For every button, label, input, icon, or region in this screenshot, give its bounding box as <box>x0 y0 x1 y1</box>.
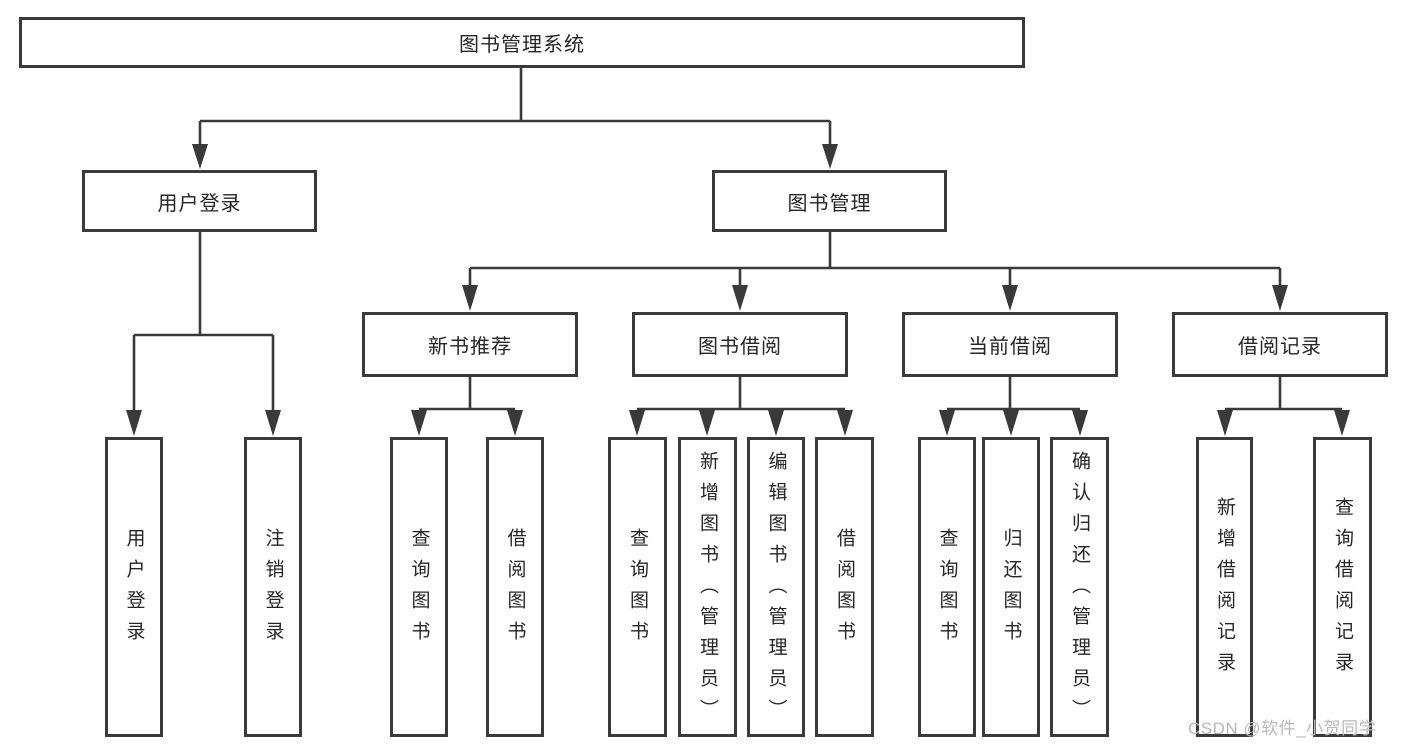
node-leaf-return-book: 归还图书 <box>982 437 1040 737</box>
node-leaf-query-book-3: 查询图书 <box>918 437 976 737</box>
node-new-book-rec: 新书推荐 <box>362 312 578 377</box>
arrowhead <box>265 410 281 436</box>
arrowhead <box>507 410 523 436</box>
connector-book-borrow-children <box>629 377 853 436</box>
node-leaf-borrow-book-1: 借阅图书 <box>486 437 544 737</box>
arrowhead <box>1072 410 1088 436</box>
node-leaf-add-record: 新增借阅记录 <box>1196 437 1253 737</box>
node-leaf-logout: 注销登录 <box>244 437 302 737</box>
arrowhead <box>629 410 645 436</box>
node-book-mgmt: 图书管理 <box>712 170 947 232</box>
arrowhead <box>411 410 427 436</box>
watermark: CSDN @软件_小贺同学 <box>1188 719 1377 738</box>
node-user-login: 用户登录 <box>82 170 317 232</box>
node-leaf-query-record: 查询借阅记录 <box>1313 437 1372 737</box>
arrowhead <box>126 410 142 436</box>
arrowhead <box>462 285 478 311</box>
node-borrow-records: 借阅记录 <box>1172 312 1388 377</box>
node-leaf-add-book: 新增图书（管理员） <box>678 437 737 737</box>
connector-user-login-children <box>126 232 281 436</box>
connector-root-to-level2 <box>192 68 838 169</box>
node-root: 图书管理系统 <box>19 17 1025 68</box>
node-leaf-borrow-book-2: 借阅图书 <box>815 437 874 737</box>
arrowhead <box>1272 285 1288 311</box>
arrowhead <box>1003 410 1019 436</box>
arrowhead <box>1002 285 1018 311</box>
node-leaf-query-book-2: 查询图书 <box>608 437 667 737</box>
connector-borrow-records-children <box>1217 377 1350 436</box>
connector-new-book-children <box>411 377 523 436</box>
node-leaf-user-login: 用户登录 <box>105 437 163 737</box>
arrowhead <box>699 410 715 436</box>
arrowhead <box>732 285 748 311</box>
arrowhead <box>837 410 853 436</box>
node-book-borrow: 图书借阅 <box>632 312 848 377</box>
arrowhead <box>939 410 955 436</box>
node-leaf-query-book-1: 查询图书 <box>390 437 448 737</box>
connector-current-borrow-children <box>939 377 1088 436</box>
node-leaf-confirm-return: 确认归还（管理员） <box>1050 437 1109 737</box>
arrowhead <box>768 410 784 436</box>
arrowhead <box>1217 410 1233 436</box>
node-current-borrow: 当前借阅 <box>902 312 1118 377</box>
arrowhead <box>822 144 838 169</box>
node-leaf-edit-book: 编辑图书（管理员） <box>747 437 805 737</box>
arrowhead <box>1334 410 1350 436</box>
connector-book-mgmt-children <box>462 232 1288 311</box>
arrowhead <box>192 144 208 169</box>
